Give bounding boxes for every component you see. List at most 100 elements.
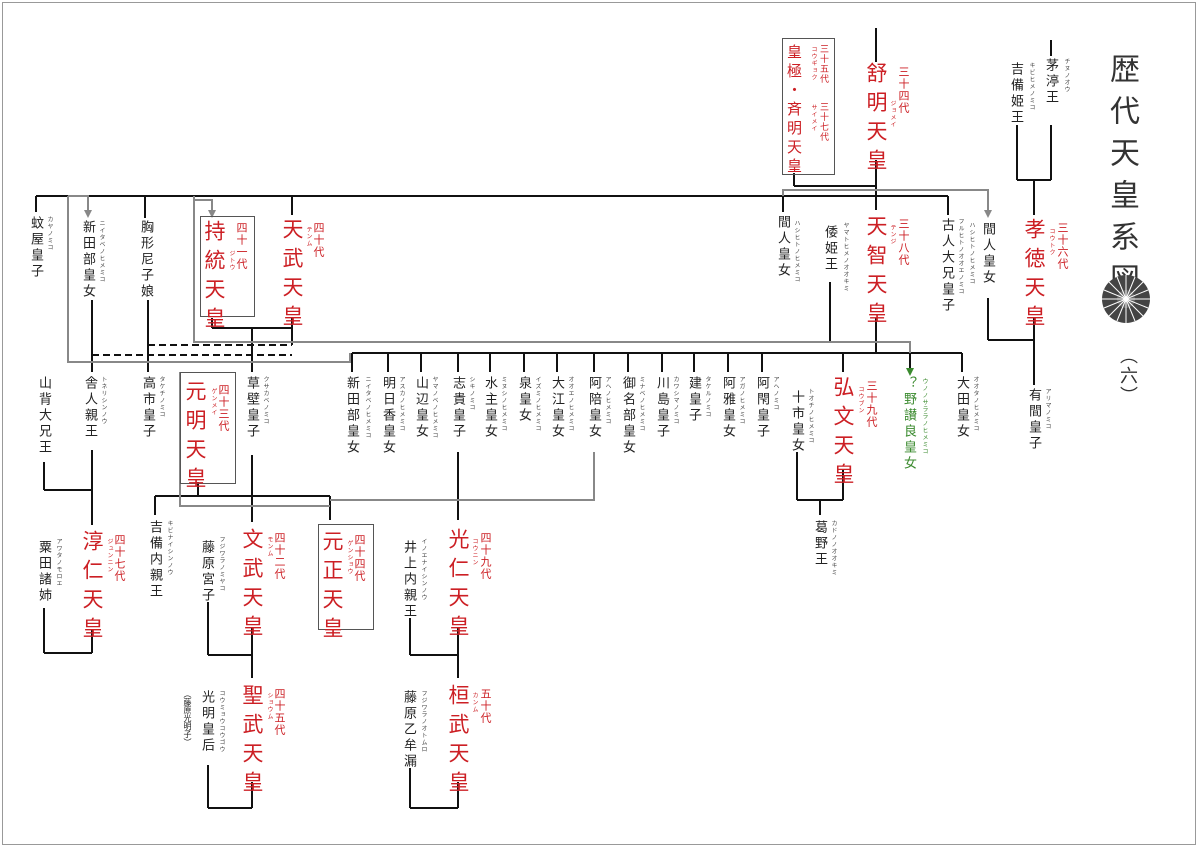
kadono-reading: カドノノオオキミ <box>830 520 837 576</box>
tochi-reading: トオチノヒメミコ <box>807 388 814 444</box>
person-yamanobe: 山辺皇女 <box>413 376 428 440</box>
tenji-reading: テンジ <box>889 224 896 245</box>
otomuro-reading: フジワラノオトムロ <box>420 690 427 753</box>
person-yamashiro: 山背大兄王 <box>36 376 51 456</box>
toneri-reading: トネリシンノウ <box>100 376 107 425</box>
person-komyo: 光明皇后 <box>199 690 214 754</box>
jito-box <box>200 216 255 317</box>
monmu-reading: モンム <box>266 536 273 557</box>
person-takeru: 建皇子 <box>686 376 701 424</box>
ahe-prince-reading: アヘノミコ <box>772 376 779 411</box>
person-niitabe: 新田部皇女 <box>80 220 95 300</box>
emperor-kogyoku-saimei: 皇極・斉明天皇 <box>785 44 803 177</box>
person-kadono: 葛野王 <box>812 520 827 568</box>
gensho-reading: ゲンショウ <box>346 540 353 575</box>
chrysanthemum-crest-icon <box>1102 275 1150 323</box>
person-minushi: 水主皇女 <box>482 376 497 440</box>
fujiwara-miyako-reading: フジワラノミヤコ <box>218 536 225 592</box>
person-takechi: 高市皇子 <box>140 376 155 440</box>
person-inoue: 井上内親王 <box>401 540 416 620</box>
person-chinu: 茅渟王 <box>1043 58 1058 106</box>
genmei-generation: 四十三代 <box>217 384 230 432</box>
gensho-box <box>318 524 374 630</box>
kusakabe-reading: クサカベノミコ <box>262 376 269 425</box>
kibinai-reading: キビナイシンノウ <box>166 520 173 576</box>
asuka-reading: アスカノヒメミコ <box>398 376 405 432</box>
kogyoku-generation: 三十五代 <box>818 44 828 84</box>
emperor-kanmu: 桓武天皇 <box>446 684 470 800</box>
komyo-note: （藤原光明子） <box>183 690 192 746</box>
izumi-reading: イズミノヒメミコ <box>534 376 541 432</box>
person-tochi: 十市皇女 <box>789 390 804 454</box>
oe-reading: オオエノヒメミコ <box>567 376 574 432</box>
tenmu-reading: テンム <box>305 226 312 247</box>
person-fujiwara-miyako: 藤原宮子 <box>199 540 214 604</box>
emperor-jomei: 舒明天皇 <box>864 62 888 178</box>
furuhito-reading: フルヒトノオオエノミコ <box>957 218 964 295</box>
emperor-kobun: 弘文天皇 <box>831 376 855 492</box>
niitabe-reading: ニイタベノヒメミコ <box>98 220 105 283</box>
genmei-box <box>180 372 236 484</box>
person-kusakabe: 草壁皇子 <box>244 376 259 440</box>
kawashima-reading: カワシマノミコ <box>672 376 679 425</box>
kaya-reading: カヤノミコ <box>46 216 53 251</box>
person-hashihito-left: 間人皇女 <box>775 215 790 279</box>
junnin-generation: 四十七代 <box>113 534 126 582</box>
saimei-generation: 三十七代 <box>818 102 828 142</box>
kanmu-reading: カンム <box>471 692 478 713</box>
emperor-genmei: 元明天皇 <box>183 380 207 496</box>
aga-reading: アガノヒメミコ <box>738 376 745 425</box>
kanmu-generation: 五十代 <box>479 688 492 724</box>
emperor-kotoku: 孝徳天皇 <box>1022 218 1046 334</box>
emperor-shomu: 聖武天皇 <box>240 684 264 800</box>
page-title: 歴代天皇系図 <box>1104 53 1139 305</box>
takechi-reading: タケチノミコ <box>158 376 165 418</box>
emperor-jito: 持統天皇 <box>202 220 226 336</box>
person-asuka: 明日香皇女 <box>380 376 395 456</box>
unonosarara-reading: ウノノサララノヒメミコ <box>921 378 928 455</box>
konin-reading: コウニン <box>471 538 478 566</box>
genmei-reading: ゲンメイ <box>210 388 217 416</box>
person-oe: 大江皇女 <box>549 376 564 440</box>
person-kibinai: 吉備内親王 <box>147 520 162 600</box>
shiki-reading: シキノミコ <box>468 376 475 411</box>
minushi-reading: ミヌシノヒメミコ <box>500 376 507 432</box>
kotoku-generation: 三十六代 <box>1056 222 1069 270</box>
person-unonosarara: ？野讃良皇女 <box>901 376 916 472</box>
komyo-reading: コウミョウコウゴウ <box>218 690 225 753</box>
kotoku-reading: コウトク <box>1048 228 1055 256</box>
emperor-monmu: 文武天皇 <box>240 528 264 644</box>
emperor-konin: 光仁天皇 <box>446 528 470 644</box>
person-ahe-prince: 阿閇皇子 <box>754 376 769 440</box>
gensho-generation: 四十四代 <box>353 534 366 582</box>
awata-reading: アワタノモロエ <box>55 538 62 587</box>
jomei-generation: 三十四代 <box>897 66 910 114</box>
page-subtitle: （六） <box>1117 346 1138 406</box>
jito-generation: 四十一代 <box>235 222 248 270</box>
person-ota: 大田皇女 <box>954 376 969 440</box>
person-awata: 粟田諸姉 <box>36 540 51 604</box>
chinu-reading: チヌノオウ <box>1063 58 1070 93</box>
shomu-generation: 四十五代 <box>273 688 286 736</box>
emperor-junnin: 淳仁天皇 <box>80 530 104 646</box>
tenji-generation: 三十八代 <box>897 218 910 266</box>
hashihito-right-reading: ハシヒトノヒメミコ <box>968 222 975 285</box>
tenmu-generation: 四十代 <box>312 222 325 258</box>
person-kibihime: 吉備姫王 <box>1008 62 1023 126</box>
kobun-reading: コウブン <box>857 386 864 414</box>
kogyoku-box <box>782 38 835 175</box>
person-kawashima: 川島皇子 <box>654 376 669 440</box>
emperor-gensho: 元正天皇 <box>320 530 344 646</box>
kogyoku-reading: コウギョク <box>810 46 817 81</box>
emperor-tenji: 天智天皇 <box>864 215 888 331</box>
person-aga: 阿雅皇女 <box>720 376 735 440</box>
person-shiki: 志貴皇子 <box>450 376 465 440</box>
person-toneri: 舎人親王 <box>82 376 97 440</box>
kobun-generation: 三十九代 <box>865 380 878 428</box>
person-furuhito: 古人大兄皇子 <box>939 218 954 314</box>
person-ahe: 阿陪皇女 <box>586 376 601 440</box>
person-minabe: 御名部皇女 <box>620 376 635 456</box>
person-arima: 有間皇子 <box>1026 388 1041 452</box>
minabe-reading: ミナベノヒメミコ <box>638 376 645 432</box>
